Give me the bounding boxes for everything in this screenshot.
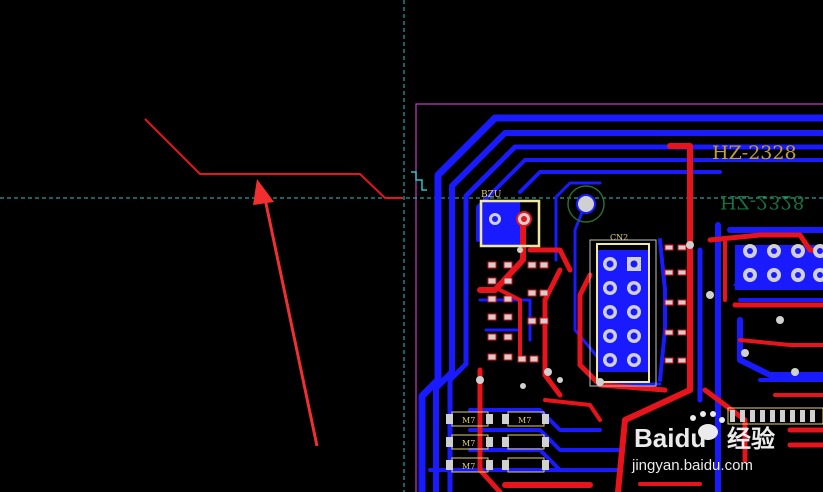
vias[interactable]: [476, 241, 799, 389]
cn2-pins[interactable]: [603, 257, 641, 367]
bzu-label: BZU: [481, 190, 502, 200]
bottom-layer-tracks: [418, 114, 823, 492]
watermark-brand-cn: 经验: [727, 425, 775, 453]
ic-chip[interactable]: [727, 407, 823, 425]
diode-label-3: M7: [462, 462, 475, 471]
diode-label-1: M7: [462, 416, 475, 425]
mounting-hole[interactable]: [576, 194, 596, 214]
cursor-marker-icon: [411, 171, 427, 191]
diode-label-4: M7: [518, 416, 531, 425]
paw-icon: [690, 411, 725, 440]
cn2-body: [589, 239, 657, 387]
board-title: HZ-2328: [712, 142, 797, 164]
watermark-brand: Baidu: [634, 423, 706, 453]
cn2-label: CN2: [610, 233, 628, 242]
watermark-url: jingyan.baidu.com: [631, 457, 753, 474]
board-title-mirrored: HZ-2328: [720, 191, 805, 213]
smd-components[interactable]: [487, 244, 687, 364]
diode-label-2: M7: [462, 439, 475, 448]
cn2-outline: [596, 243, 650, 383]
drawn-track[interactable]: [144, 118, 403, 199]
baidu-watermark: Baidu 经验 jingyan.baidu.com: [631, 411, 775, 474]
bzu-outline: [479, 199, 541, 248]
diode-components[interactable]: [446, 411, 549, 473]
red-arrow-icon: [253, 179, 319, 447]
board-outline: [415, 103, 823, 492]
mounting-hole-ring: [567, 185, 605, 223]
right-connector-pins[interactable]: [743, 244, 823, 282]
